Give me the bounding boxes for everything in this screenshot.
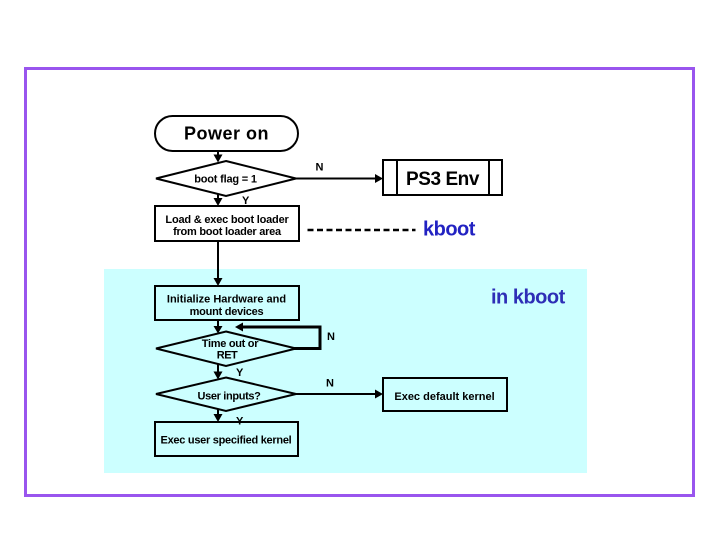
svg-text:N: N [326, 378, 334, 390]
svg-text:Y: Y [236, 367, 244, 379]
svg-text:boot flag = 1: boot flag = 1 [194, 174, 257, 186]
svg-text:Load & exec boot loader: Load & exec boot loader [165, 214, 289, 226]
svg-text:N: N [316, 162, 324, 174]
svg-text:Y: Y [236, 416, 244, 428]
svg-text:Time out or: Time out or [202, 338, 259, 350]
svg-text:RET: RET [217, 350, 238, 362]
svg-text:mount devices: mount devices [190, 306, 264, 318]
svg-text:Exec user specified kernel: Exec user specified kernel [161, 435, 292, 447]
svg-text:from boot loader area: from boot loader area [173, 226, 282, 238]
svg-text:Initialize Hardware and: Initialize Hardware and [167, 294, 286, 306]
svg-text:Power on: Power on [184, 124, 269, 144]
svg-text:PS3 Env: PS3 Env [406, 169, 480, 190]
svg-text:Y: Y [242, 195, 250, 207]
svg-text:N: N [327, 331, 335, 343]
svg-text:User inputs?: User inputs? [197, 391, 261, 403]
svg-text:Exec default kernel: Exec default kernel [394, 391, 494, 403]
svg-text:kboot: kboot [423, 219, 476, 241]
svg-text:in kboot: in kboot [491, 287, 566, 309]
